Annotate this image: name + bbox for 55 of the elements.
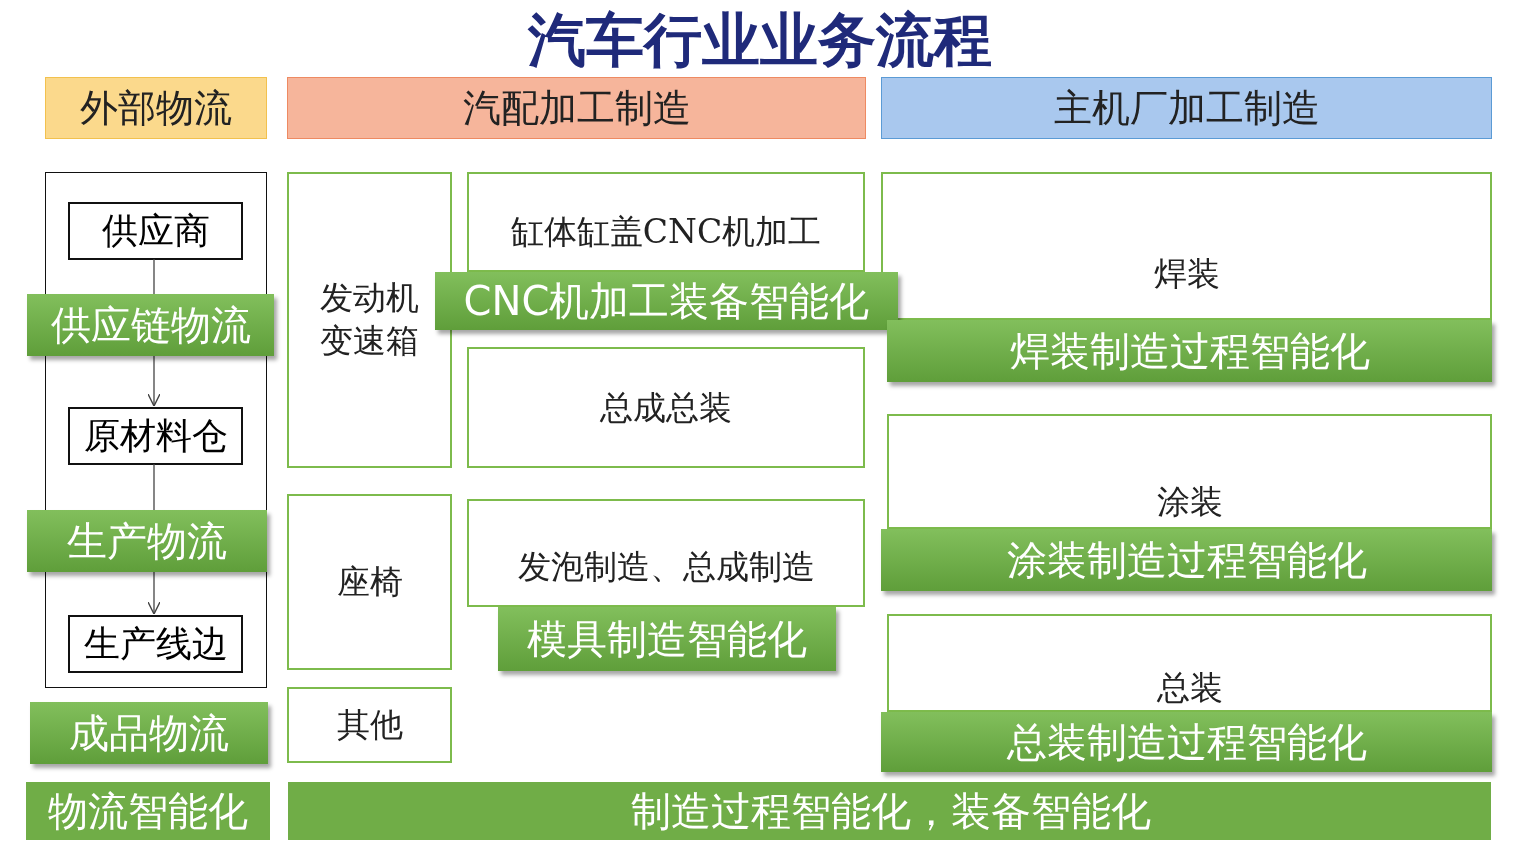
label-band [498, 607, 836, 671]
box-text: 发动机变速箱 [319, 277, 420, 362]
label-band [30, 702, 268, 764]
band-text: 制造过程智能化，装备智能化 [631, 786, 1151, 836]
process-box [467, 347, 865, 468]
band-text: 焊装制造过程智能化 [1008, 326, 1371, 376]
label-band [881, 712, 1492, 772]
band-text: CNC机加工装备智能化 [462, 276, 871, 326]
box-text: 涂装 [1155, 481, 1224, 523]
process-box [887, 614, 1492, 712]
process-box [287, 687, 452, 763]
process-box [467, 172, 865, 272]
header-text: 汽配加工制造 [461, 84, 692, 132]
box-text: 焊装 [1152, 253, 1221, 295]
band-text: 总装制造过程智能化 [1005, 717, 1368, 767]
process-box [881, 172, 1492, 320]
process-box [287, 494, 452, 670]
label-band [288, 782, 1491, 840]
box-text: 发泡制造、总成制造 [516, 546, 816, 588]
header-text: 主机厂加工制造 [1052, 84, 1321, 132]
header-band [881, 77, 1492, 139]
header-band [287, 77, 866, 139]
header-text: 外部物流 [79, 84, 233, 132]
process-box [887, 414, 1492, 529]
label-band [27, 510, 267, 572]
band-text: 供应链物流 [49, 300, 252, 350]
header-band [45, 77, 267, 139]
box-text: 缸体缸盖CNC机加工 [509, 211, 823, 253]
band-text: 模具制造智能化 [526, 614, 808, 664]
process-box [467, 499, 865, 607]
arrow [147, 571, 161, 615]
box-text: 总装 [1155, 667, 1224, 709]
band-text: 物流智能化 [47, 786, 249, 836]
label-band [881, 529, 1492, 591]
connector-line [153, 463, 155, 511]
band-text: 涂装制造过程智能化 [1005, 535, 1368, 585]
box-text: 其他 [335, 703, 404, 746]
process-box [287, 172, 452, 468]
title: 汽车行业业务流程 [526, 5, 993, 76]
process-box [68, 615, 243, 673]
box-text: 总成总装 [599, 386, 733, 428]
box-text: 座椅 [335, 560, 404, 603]
band-text: 生产物流 [66, 516, 228, 566]
process-box [68, 407, 243, 465]
process-box [68, 202, 243, 260]
box-text: 原材料仓 [82, 413, 229, 458]
box-text: 供应商 [100, 208, 211, 253]
label-band [27, 294, 274, 356]
band-text: 成品物流 [68, 708, 230, 758]
arrow [147, 355, 161, 407]
label-band [435, 272, 898, 330]
box-text: 生产线边 [82, 621, 229, 666]
connector-line [153, 258, 155, 295]
label-band [887, 320, 1492, 382]
label-band [26, 782, 270, 840]
